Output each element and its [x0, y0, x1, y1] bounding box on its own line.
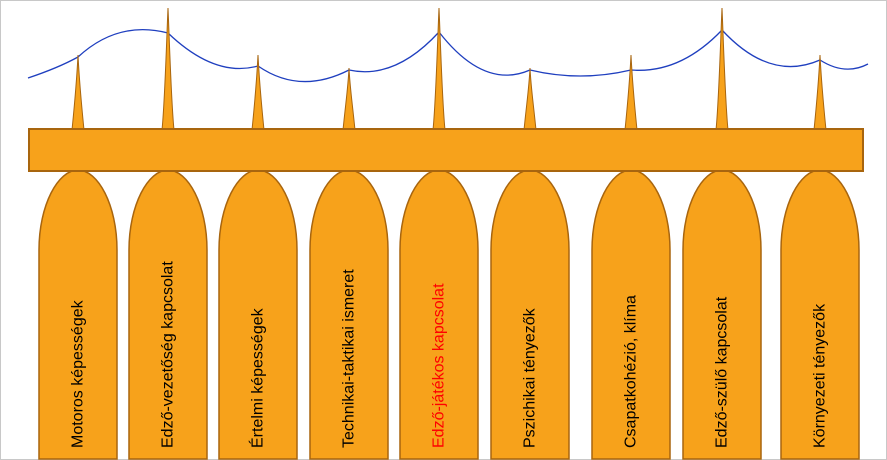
overhead-wire [27, 28, 869, 83]
pillar-6: Pszichikai tényezők [490, 169, 570, 460]
pillar-label: Edző-vezetőség kapcsolat [160, 261, 177, 448]
spike-1 [71, 54, 85, 131]
spike-8 [715, 7, 729, 131]
pillar-7: Csapatkohézió, klíma [591, 169, 671, 460]
pillar-label: Motoros képességek [70, 299, 87, 448]
spike-7 [624, 54, 638, 131]
spike-4 [342, 67, 356, 131]
pillar-label: Technikai-taktikai ismeret [341, 269, 358, 448]
pillar-9: Környezeti tényezők [780, 169, 860, 460]
pillar-4: Technikai-taktikai ismeret [309, 169, 389, 460]
pillar-8: Edző-szülő kapcsolat [682, 169, 762, 460]
pillar-label: Pszichikai tényezők [522, 307, 539, 448]
spike-9 [813, 54, 827, 131]
spike-6 [523, 67, 537, 131]
spikes-group [71, 7, 827, 131]
pillars-group: Motoros képességek Edző-vezetőség kapcsol… [38, 169, 860, 460]
pillar-label: Környezeti tényezők [812, 303, 829, 448]
pillar-label: Edző-játékos kapcsolat [431, 283, 448, 448]
pillar-3: Értelmi képességek [218, 169, 298, 460]
horizontal-beam [28, 128, 864, 172]
pillar-label: Edző-szülő kapcsolat [714, 296, 731, 448]
spike-5 [432, 7, 446, 131]
pillar-5: Edző-játékos kapcsolat [399, 169, 479, 460]
spike-2 [161, 7, 175, 131]
pillar-label: Értelmi képességek [248, 307, 267, 448]
pillar-label: Csapatkohézió, klíma [623, 295, 640, 448]
pillar-2: Edző-vezetőség kapcsolat [128, 169, 208, 460]
pillar-1: Motoros képességek [38, 169, 118, 460]
spike-3 [251, 54, 265, 131]
